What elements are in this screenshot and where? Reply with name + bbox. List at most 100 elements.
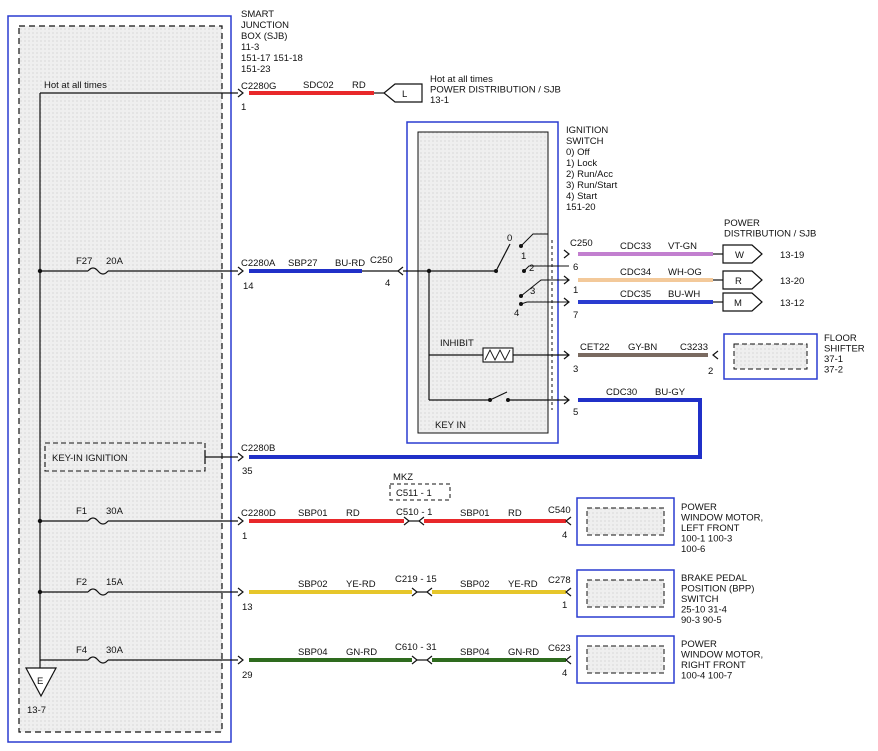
power-flag-ref: 13-12: [780, 298, 804, 309]
wire-circuit-label: CDC35: [620, 289, 651, 300]
switch-position-label: 3: [530, 286, 535, 297]
connector-arrow-icon: [403, 516, 410, 526]
connector-arrow-icon: [397, 266, 404, 276]
connector-label: C540: [548, 505, 571, 516]
text-line: 151-20: [566, 202, 596, 213]
pin-label: 1: [562, 600, 567, 611]
text-line: SWITCH: [681, 594, 719, 605]
text-line: 151-23: [241, 64, 271, 75]
circuit-sbp02: 13 SBP02 YE-RD C219 - 15 SBP02 YE-RD C27…: [237, 574, 572, 613]
text-line: 25-10 31-4: [681, 605, 727, 616]
wire-color-label: BU-RD: [335, 258, 365, 269]
pin-label: 13: [242, 602, 253, 613]
text-line: BOX (SJB): [241, 31, 287, 42]
ground-triangle-icon: [24, 667, 58, 698]
wire-circuit-label: SBP04: [460, 647, 490, 658]
connector-arrow-icon: [565, 516, 572, 526]
pin-label: 7: [573, 310, 578, 321]
fuse-icon: [87, 588, 109, 596]
power-flag-letter: M: [734, 298, 742, 309]
wire-color-label: WH-OG: [668, 267, 702, 278]
pin-label: 6: [573, 262, 578, 273]
text-line: 37-2: [824, 365, 843, 376]
power-flag-icon: [722, 270, 763, 290]
sjb-inner-frame: [18, 25, 223, 733]
ground-ref: 13-7: [27, 705, 46, 716]
wire-color-label: VT-GN: [668, 241, 697, 252]
fuse-icon: [87, 656, 109, 664]
wire-color-label: YE-RD: [346, 579, 376, 590]
text-line: DISTRIBUTION / SJB: [724, 229, 816, 240]
connector-arrow-icon: [712, 350, 719, 360]
fuse-row-f27: F27 20A: [40, 256, 238, 275]
key-in-switch-blade: [489, 391, 508, 401]
wire-circuit-label: SDC02: [303, 80, 334, 91]
pin-label: 4: [562, 530, 567, 541]
text-line: SMART: [241, 9, 274, 20]
wire-color-label: RD: [352, 80, 366, 91]
power-flag-icon: [722, 244, 763, 264]
wire-circuit-label: SBP04: [298, 647, 328, 658]
text-line: IGNITION: [566, 125, 608, 136]
power-flag-letter: R: [735, 276, 742, 287]
text-line: POWER: [681, 639, 717, 650]
wire-color-label: RD: [508, 508, 522, 519]
connector-arrow-icon: [237, 452, 244, 462]
power-flag-ref: 13-19: [780, 250, 804, 261]
circuit-sbp01: C2280D 1 SBP01 RD C510 - 1 MKZ C511 - 1 …: [237, 472, 572, 542]
circuit-sbp27: C2280A 14 SBP27 BU-RD C250 4: [237, 255, 404, 292]
wire-circuit-label: CDC30: [606, 387, 637, 398]
power-flag-ref: 13-20: [780, 276, 804, 287]
connector-arrow-icon: [563, 275, 570, 285]
wire-cdc30: [249, 398, 702, 459]
connector-label: C511 - 1: [396, 488, 432, 499]
power-flag-letter: W: [735, 250, 744, 261]
fuse-amps: 30A: [106, 645, 124, 656]
connector-arrow-icon: [237, 655, 244, 665]
connector-arrow-icon: [563, 249, 570, 259]
connector-label: C219 - 15: [395, 574, 437, 585]
text-line: LEFT FRONT: [681, 523, 740, 534]
fuse-amps: 15A: [106, 577, 124, 588]
power-flag-icon: [722, 292, 763, 312]
pin-label: 4: [562, 668, 567, 679]
connector-arrow-icon: [565, 655, 572, 665]
fuse-amps: 20A: [106, 256, 124, 267]
connector-label: C510 - 1: [396, 507, 432, 518]
wire-color-label: YE-RD: [508, 579, 538, 590]
wire-circuit-label: SBP02: [460, 579, 490, 590]
text-line: 37-1: [824, 354, 843, 365]
text-line: 100-6: [681, 544, 705, 555]
text-line: 13-1: [430, 95, 449, 106]
text-line: FLOOR: [824, 333, 857, 344]
wire-color-label: BU-WH: [668, 289, 700, 300]
inhibit-label: INHIBIT: [440, 338, 474, 349]
text-line: POSITION (BPP): [681, 584, 754, 595]
wire-color-label: GY-BN: [628, 342, 657, 353]
text-line: 2) Run/Acc: [566, 169, 613, 180]
connector-arrow-icon: [237, 266, 244, 276]
connector-label: C2280B: [241, 443, 275, 454]
text-line: SWITCH: [566, 136, 604, 147]
switch-blade: [495, 243, 511, 272]
connector-arrow-icon: [237, 587, 244, 597]
text-line: RIGHT FRONT: [681, 660, 746, 671]
text-line: SHIFTER: [824, 344, 865, 355]
wire-color-label: GN-RD: [508, 647, 539, 658]
wire-circuit-label: CDC33: [620, 241, 651, 252]
pin-label: 5: [573, 407, 578, 418]
text-line: 4) Start: [566, 191, 598, 202]
wire-circuit-label: CDC34: [620, 267, 651, 278]
connector-arrow-icon: [411, 655, 418, 665]
fuse-icon: [87, 267, 109, 275]
